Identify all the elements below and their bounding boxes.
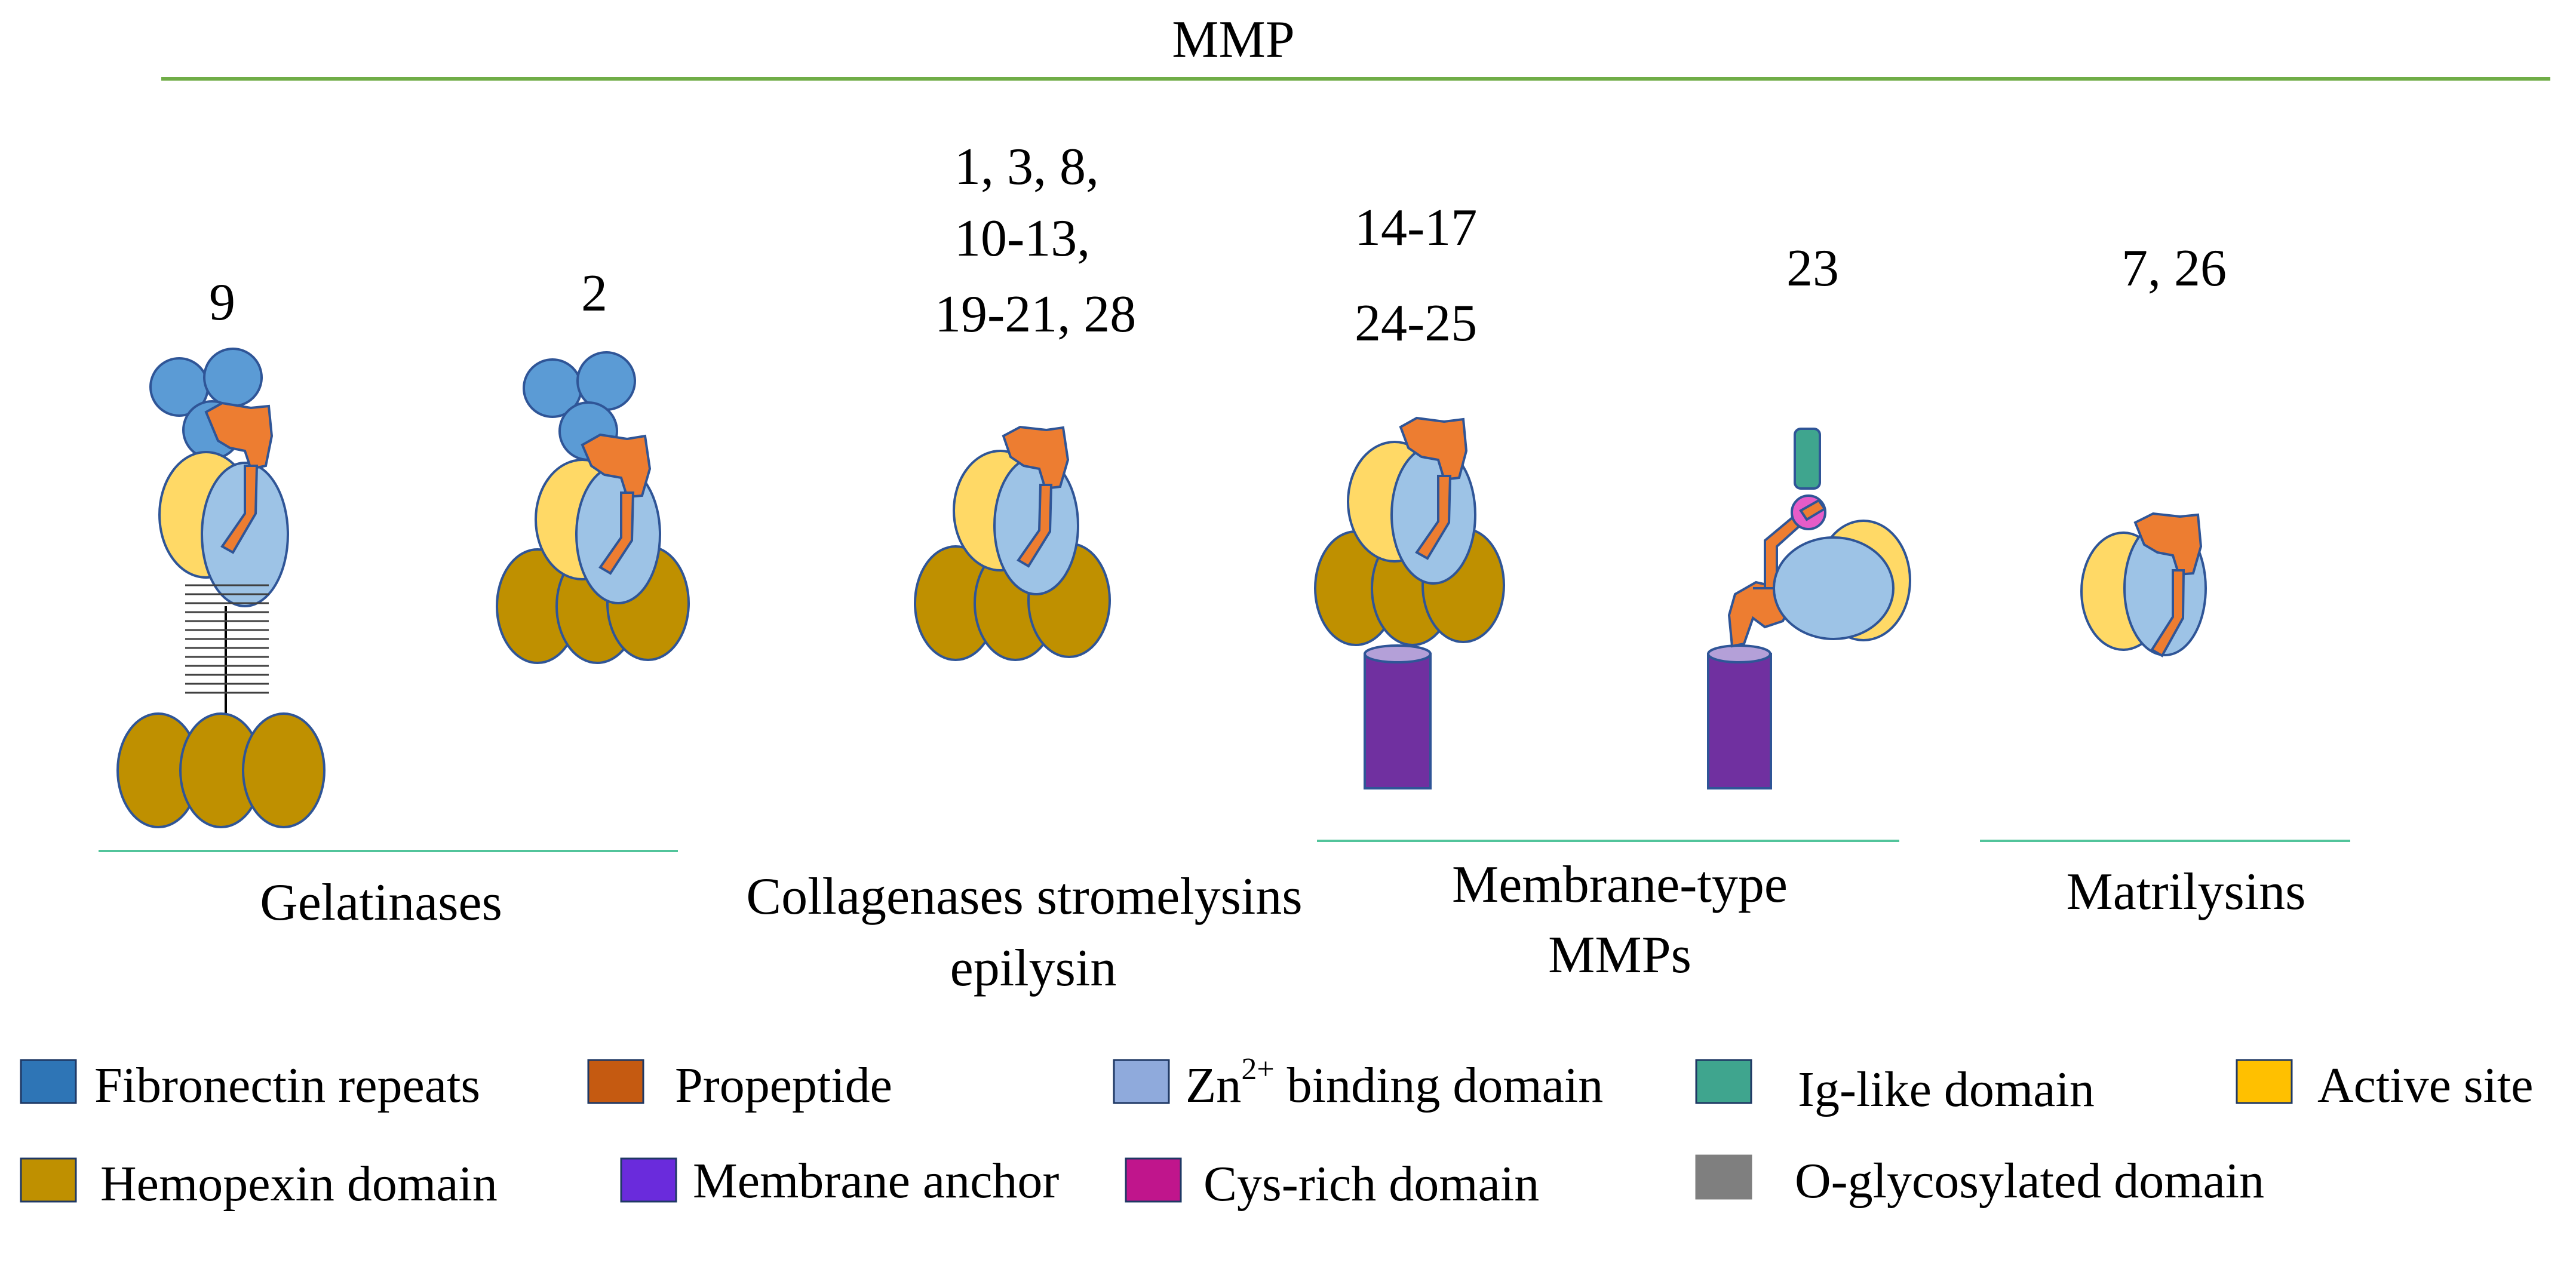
legend-swatch-ig-like	[1695, 1059, 1752, 1104]
category-collagenases-line-1: Collagenases stromelysins	[746, 868, 1302, 926]
legend-swatch-active-site	[2236, 1059, 2293, 1104]
mmp2-propeptide	[581, 433, 652, 499]
category-collagenases-line-2: epilysin	[950, 939, 1117, 997]
legend-label-zn-binding: Zn2+ binding domain	[1186, 1052, 1603, 1113]
category-gelatinases: Gelatinases	[260, 874, 502, 932]
legend-label-membrane-anchor: Membrane anchor	[693, 1153, 1059, 1209]
category-matrilysins: Matrilysins	[2067, 863, 2306, 921]
mt-mmp-numbers-line-2: 24-25	[1355, 294, 1477, 352]
category-membrane-type-line-1: Membrane-type	[1452, 856, 1788, 914]
legend: Fibronectin repeats Propeptide Zn2+ bind…	[20, 1052, 2534, 1212]
mmp23-ig-like-domain	[1794, 428, 1821, 490]
legend-swatch-o-glycosylated	[1695, 1154, 1752, 1200]
matrilysin-propeptide	[2133, 512, 2203, 576]
legend-label-fibronectin: Fibronectin repeats	[94, 1058, 480, 1113]
mmp9-label: 9	[209, 274, 235, 331]
legend-label-ig-like: Ig-like domain	[1798, 1062, 2095, 1117]
category-membrane-type-line-2: MMPs	[1548, 926, 1691, 984]
mmp23-membrane-anchor	[1707, 653, 1772, 789]
matrilysin-numbers: 7, 26	[2121, 239, 2227, 297]
collagenase-propeptide	[1002, 425, 1070, 490]
mt-mmp-numbers-line-1: 14-17	[1355, 199, 1477, 257]
collagenase-propeptide-linker	[1017, 484, 1053, 568]
legend-swatch-propeptide	[587, 1059, 644, 1104]
mmp23-zn-binding-domain	[1773, 536, 1895, 640]
legend-swatch-cys-rich	[1125, 1157, 1182, 1203]
matrilysin-structure	[2080, 512, 2207, 658]
mmp9-propeptide-linker	[220, 465, 259, 554]
legend-swatch-membrane-anchor	[620, 1157, 677, 1203]
legend-label-cys-rich: Cys-rich domain	[1203, 1156, 1539, 1212]
mmp2-propeptide-linker	[598, 491, 635, 575]
mmp2-structure	[496, 351, 690, 664]
mmp2-label: 2	[581, 265, 607, 322]
mt-mmp-membrane-anchor	[1364, 653, 1432, 789]
mmp9-propeptide	[204, 401, 274, 471]
matrilysin-propeptide-linker	[2150, 569, 2185, 658]
mt-mmp-propeptide-linker	[1415, 475, 1452, 560]
collagenase-numbers-line-2: 10-13,	[954, 210, 1090, 268]
mmp9-zn-binding-domain	[201, 462, 289, 607]
mmp9-o-glycosylated-domain	[185, 584, 269, 694]
mmp2-fibronectin-repeat-2	[576, 351, 636, 411]
page-title: MMP	[1172, 11, 1294, 69]
legend-swatch-fibronectin	[20, 1059, 77, 1104]
mt-mmp-structure	[1314, 416, 1505, 789]
mmp9-structure	[116, 348, 326, 828]
mmp9-fibronectin-repeat-2	[203, 348, 263, 407]
mmp23-linker	[1799, 499, 1826, 521]
legend-swatch-hemopexin	[20, 1157, 77, 1203]
legend-swatch-zn-binding	[1113, 1059, 1170, 1104]
mt-mmp-propeptide	[1399, 416, 1468, 481]
collagenase-numbers-line-3: 19-21, 28	[935, 285, 1136, 343]
mmp23-label: 23	[1786, 239, 1839, 297]
legend-label-hemopexin: Hemopexin domain	[100, 1156, 498, 1212]
mmp23-membrane-anchor-top	[1707, 644, 1771, 663]
collagenase-zn-binding-domain	[993, 456, 1079, 595]
legend-label-o-glycosylated: O-glycosylated domain	[1795, 1153, 2264, 1209]
collagenase-numbers-line-1: 1, 3, 8,	[954, 138, 1099, 196]
collagenase-structure	[914, 425, 1111, 661]
mmp9-hemopexin-3	[242, 712, 326, 828]
mmp23-structure	[1707, 428, 1911, 789]
mt-mmp-membrane-anchor-top	[1364, 644, 1432, 663]
mmp2-zn-binding-domain	[575, 465, 661, 604]
legend-label-active-site: Active site	[2317, 1058, 2534, 1113]
legend-label-propeptide: Propeptide	[675, 1058, 892, 1113]
